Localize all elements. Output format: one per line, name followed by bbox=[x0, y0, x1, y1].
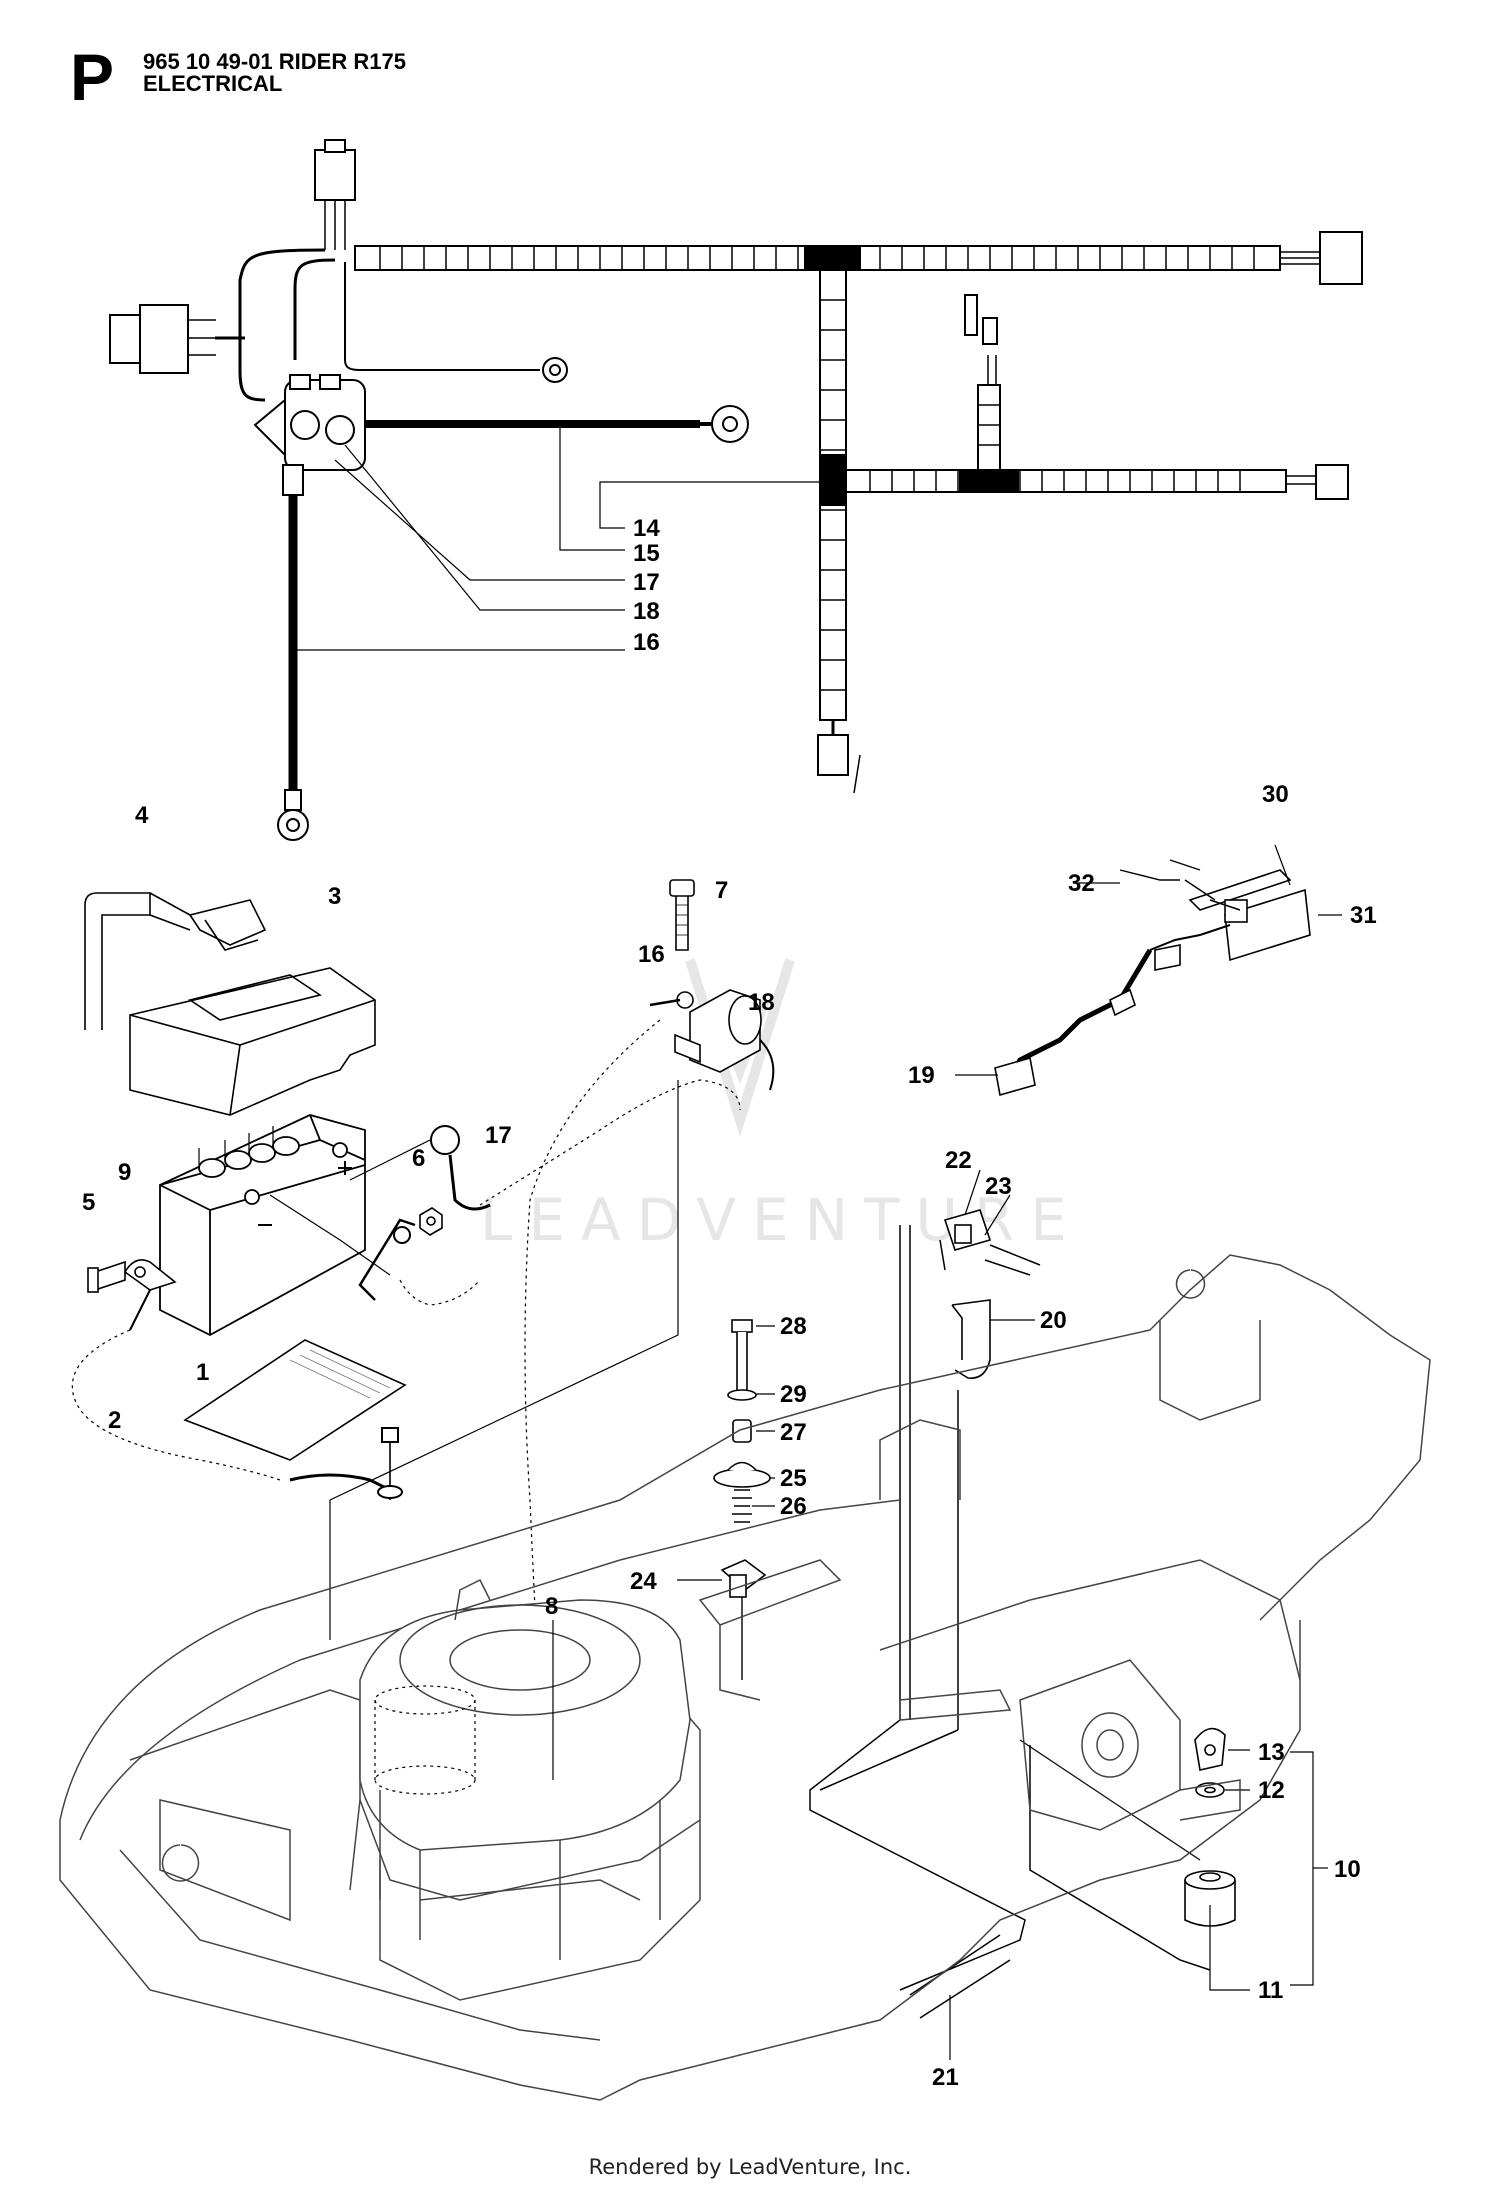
connector-side bbox=[1315, 464, 1349, 500]
callout-16-upper: 16 bbox=[633, 629, 660, 656]
section-letter: P bbox=[70, 40, 115, 114]
connector-right bbox=[1319, 231, 1363, 285]
engine-component-8 bbox=[374, 1685, 476, 1795]
callout-27: 27 bbox=[780, 1419, 807, 1446]
wire-ground bbox=[344, 262, 540, 371]
harness-side-branch bbox=[845, 469, 1287, 493]
callout-31: 31 bbox=[1350, 902, 1377, 929]
callout-17-upper: 17 bbox=[633, 569, 660, 596]
battery bbox=[159, 1114, 366, 1337]
callout-30: 30 bbox=[1262, 781, 1289, 808]
nut-6 bbox=[419, 1207, 443, 1236]
callout-labels: 14 15 17 18 16 4 3 7 16 18 17 6 9 5 1 2 … bbox=[82, 515, 1377, 2091]
leader-lines-stack bbox=[677, 1325, 775, 1581]
cable-terminal-9 bbox=[123, 1259, 177, 1331]
callout-4: 4 bbox=[135, 802, 149, 829]
wire-terminals-21 bbox=[909, 1934, 1011, 2019]
callout-18-lower: 18 bbox=[748, 989, 775, 1016]
callout-28: 28 bbox=[780, 1313, 807, 1340]
ignition-key-parts bbox=[1184, 1727, 1236, 1927]
callout-29: 29 bbox=[780, 1381, 807, 1408]
connector-bottom bbox=[817, 734, 849, 776]
callout-25: 25 bbox=[780, 1465, 807, 1492]
battery-cover bbox=[129, 967, 376, 1116]
wiring-harness bbox=[354, 231, 1363, 794]
interlock-switch bbox=[939, 1209, 1041, 1276]
leader-lines-key bbox=[1019, 1739, 1328, 1991]
callout-22: 22 bbox=[945, 1147, 972, 1174]
wire-black-fuse bbox=[238, 248, 326, 402]
bolt-7 bbox=[669, 879, 695, 951]
model-title: 965 10 49-01 RIDER R175 bbox=[143, 49, 406, 74]
cable-route-dashed bbox=[524, 1019, 661, 1791]
callout-32: 32 bbox=[1068, 870, 1095, 897]
ground-route-dashed bbox=[71, 1329, 281, 1481]
harness-segments bbox=[379, 246, 1255, 270]
bolt-5 bbox=[87, 1260, 126, 1293]
callout-9: 9 bbox=[118, 1159, 131, 1186]
leader-lines-switch bbox=[955, 844, 1342, 1076]
footer-credit: Rendered by LeadVenture, Inc. bbox=[588, 2155, 912, 2179]
callout-12: 12 bbox=[1258, 1777, 1285, 1804]
callout-15: 15 bbox=[633, 540, 660, 567]
callout-6: 6 bbox=[412, 1145, 425, 1172]
brake-switch-stack bbox=[713, 1319, 771, 1680]
section-title: ELECTRICAL bbox=[143, 71, 283, 96]
callout-8: 8 bbox=[545, 1593, 558, 1620]
engine bbox=[359, 1578, 691, 1960]
callout-3: 3 bbox=[328, 883, 341, 910]
callout-18-upper: 18 bbox=[633, 598, 660, 625]
callout-21: 21 bbox=[932, 2064, 959, 2091]
battery-pad bbox=[183, 1339, 407, 1461]
battery-hold-down bbox=[84, 892, 267, 1030]
harness-junction bbox=[804, 245, 861, 271]
callout-13: 13 bbox=[1258, 1739, 1285, 1766]
harness-branch-junction bbox=[819, 454, 847, 506]
cable-17-lower bbox=[448, 1154, 491, 1211]
callout-24: 24 bbox=[630, 1568, 657, 1595]
callout-17-lower: 17 bbox=[485, 1122, 512, 1149]
fuse-holder bbox=[109, 304, 216, 374]
chassis-frame bbox=[59, 1254, 1431, 2101]
callout-14: 14 bbox=[633, 515, 660, 542]
callout-2: 2 bbox=[108, 1407, 121, 1434]
callout-10: 10 bbox=[1334, 1856, 1361, 1883]
callout-20: 20 bbox=[1040, 1307, 1067, 1334]
callout-23: 23 bbox=[985, 1173, 1012, 1200]
top-connector bbox=[314, 139, 356, 250]
callout-11: 11 bbox=[1258, 1977, 1283, 2004]
callout-1: 1 bbox=[196, 1359, 209, 1386]
callout-26: 26 bbox=[780, 1493, 807, 1520]
seat-switch-assembly bbox=[994, 859, 1311, 1097]
callout-16-lower: 16 bbox=[638, 941, 665, 968]
leader-lines-upper bbox=[295, 424, 820, 651]
callout-5: 5 bbox=[82, 1189, 95, 1216]
wire-guide-lines bbox=[899, 1225, 959, 1730]
cable-positive-short bbox=[358, 1218, 416, 1301]
clip-20 bbox=[951, 1299, 991, 1379]
starter-solenoid-upper bbox=[253, 374, 366, 496]
callout-19: 19 bbox=[908, 1062, 935, 1089]
leader-solenoid-ground bbox=[329, 1080, 679, 1640]
callout-7: 7 bbox=[715, 877, 728, 904]
starter-solenoid-lower bbox=[649, 989, 775, 1091]
